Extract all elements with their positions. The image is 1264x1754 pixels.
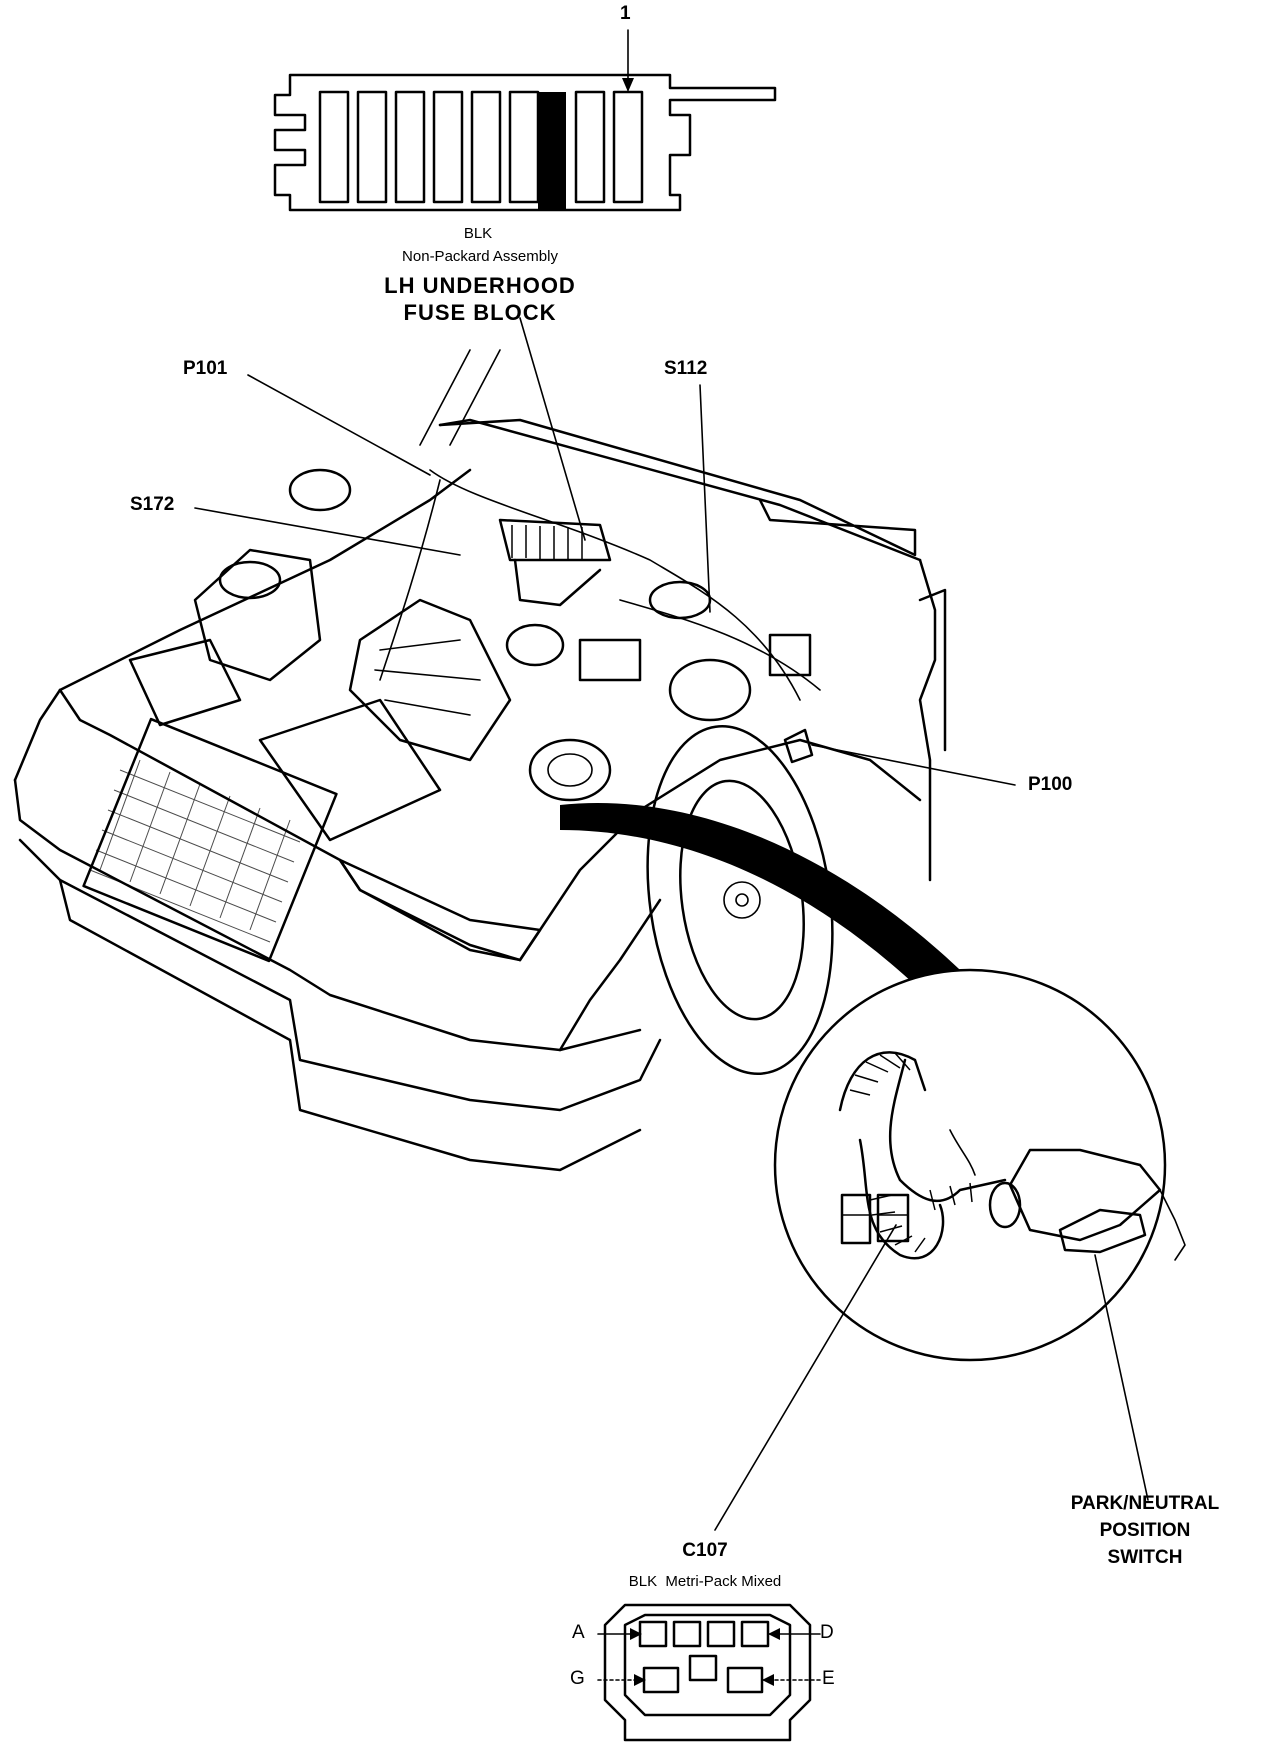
fuse-slots (318, 90, 644, 210)
highlighted-fuse (538, 92, 566, 210)
fuse-block-drawing (273, 29, 777, 212)
pin-label-g: G (570, 1668, 585, 1689)
fuse-block-title-line1: LH UNDERHOOD (384, 273, 576, 298)
car-outline (13, 418, 947, 1172)
label-s172: S172 (130, 494, 175, 515)
pin-label-d: D (820, 1622, 834, 1643)
connector-description: BLK Metri-Pack Mixed (628, 1573, 782, 1590)
fuse-callout-number: 1 (620, 3, 631, 24)
engine-bay (128, 468, 821, 842)
fuse-block-assembly: Non-Packard Assembly (402, 248, 558, 265)
pin-label-e: E (822, 1668, 835, 1689)
switch-label-line2: POSITION (1099, 1520, 1191, 1541)
label-p100: P100 (1028, 774, 1073, 795)
switch-label-line3: SWITCH (1107, 1547, 1183, 1568)
c107-connector-drawing (597, 1603, 821, 1742)
label-s112: S112 (664, 358, 708, 379)
switch-label-line1: PARK/NEUTRAL (1070, 1493, 1220, 1514)
fuse-block-color: BLK (463, 225, 493, 242)
c107-leader (714, 1224, 897, 1531)
detail-circle-drawing (773, 968, 1186, 1362)
switch-leader (1094, 1254, 1149, 1501)
pin-label-a: A (572, 1622, 585, 1643)
leader-lines (194, 317, 1016, 786)
connector-name: C107 (682, 1540, 728, 1561)
fuse-block-title-line2: FUSE BLOCK (403, 300, 557, 325)
label-p101: P101 (183, 358, 228, 379)
